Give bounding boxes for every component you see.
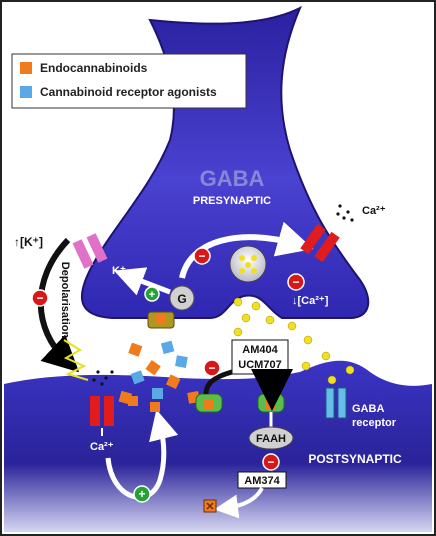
minus-sign-icon-faah <box>262 453 280 471</box>
vesicle-gaba-dots <box>239 255 257 274</box>
k-ion-label: K⁺ <box>112 265 126 277</box>
legend-label-endocannabinoids: Endocannabinoids <box>40 61 148 75</box>
calcium-concentration-label: ↓[Ca²⁺] <box>292 295 329 307</box>
g-protein-label: G <box>177 292 186 306</box>
legend: Endocannabinoids Cannabinoid receptor ag… <box>11 53 247 109</box>
bound-endocannabinoid-icon <box>156 314 166 324</box>
am374-label: AM374 <box>244 475 280 487</box>
drug-box-line1: AM404 <box>242 344 278 356</box>
presynaptic-title: GABA <box>200 166 265 191</box>
g-to-ca-channel-arrow <box>179 221 314 279</box>
postsynaptic-membrane <box>4 360 432 532</box>
minus-sign-faah-text: − <box>267 455 274 469</box>
plus-sign-icon-g <box>144 286 160 302</box>
transporter-right-cargo-icon <box>266 400 276 410</box>
calcium-dots-post <box>92 370 114 386</box>
transporter-left-cargo-icon <box>204 400 214 410</box>
drug-inhibit-left-line <box>203 369 233 395</box>
g-protein-icon <box>169 285 195 311</box>
minus-sign-depol-text: − <box>36 291 43 305</box>
minus-sign-ca-text: − <box>292 275 299 289</box>
minus-sign-icon-top <box>193 247 211 265</box>
legend-box <box>11 53 247 109</box>
potassium-channel-icon <box>72 233 108 269</box>
depolarisation-label: Depolarisation <box>59 262 71 339</box>
legend-label-agonists: Cannabinoid receptor agonists <box>40 85 217 99</box>
gaba-receptor-line2: receptor <box>352 417 397 429</box>
minus-sign-top-text: − <box>198 249 205 263</box>
faah-label: FAAH <box>256 433 286 445</box>
minus-sign-icon-ca <box>287 273 305 291</box>
plus-sign-icon-synthesis <box>133 485 151 503</box>
plus-sign-synthesis-text: + <box>138 487 145 501</box>
degraded-mark-icon <box>206 502 214 510</box>
post-endocannabinoid-icon-b <box>150 402 160 412</box>
lightning-icon <box>63 339 89 381</box>
post-endocannabinoid-icon-a <box>128 396 138 406</box>
plus-sign-g-text: + <box>149 289 155 301</box>
legend-swatch-endocannabinoids <box>20 62 32 74</box>
minus-sign-drug-text: − <box>208 361 215 375</box>
g-to-k-arrow <box>113 267 171 296</box>
calcium-ion-post-label: Ca²⁺ <box>90 441 114 453</box>
synthesis-loop-arrow <box>105 409 179 500</box>
minus-sign-icon-drug <box>203 359 221 377</box>
gaba-receptor-line1: GABA <box>352 403 384 415</box>
calcium-channel-pre-icon <box>300 223 340 263</box>
legend-swatch-agonists <box>20 86 32 98</box>
drug-box-line2: UCM707 <box>238 359 281 371</box>
k-concentration-label: ↑[K⁺] <box>14 235 43 249</box>
minus-sign-icon-depol <box>31 289 49 307</box>
postsynaptic-label: POSTSYNAPTIC <box>308 452 402 466</box>
calcium-channel-post-icon <box>90 396 114 426</box>
calcium-ion-pre-label: Ca²⁺ <box>362 205 386 217</box>
faah-enzyme-icon <box>248 426 294 450</box>
gaba-receptor-icon <box>325 387 347 419</box>
faah-degradation-arrow <box>214 486 264 519</box>
calcium-dots-pre <box>336 204 354 222</box>
presynaptic-subtitle: PRESYNAPTIC <box>193 195 271 207</box>
